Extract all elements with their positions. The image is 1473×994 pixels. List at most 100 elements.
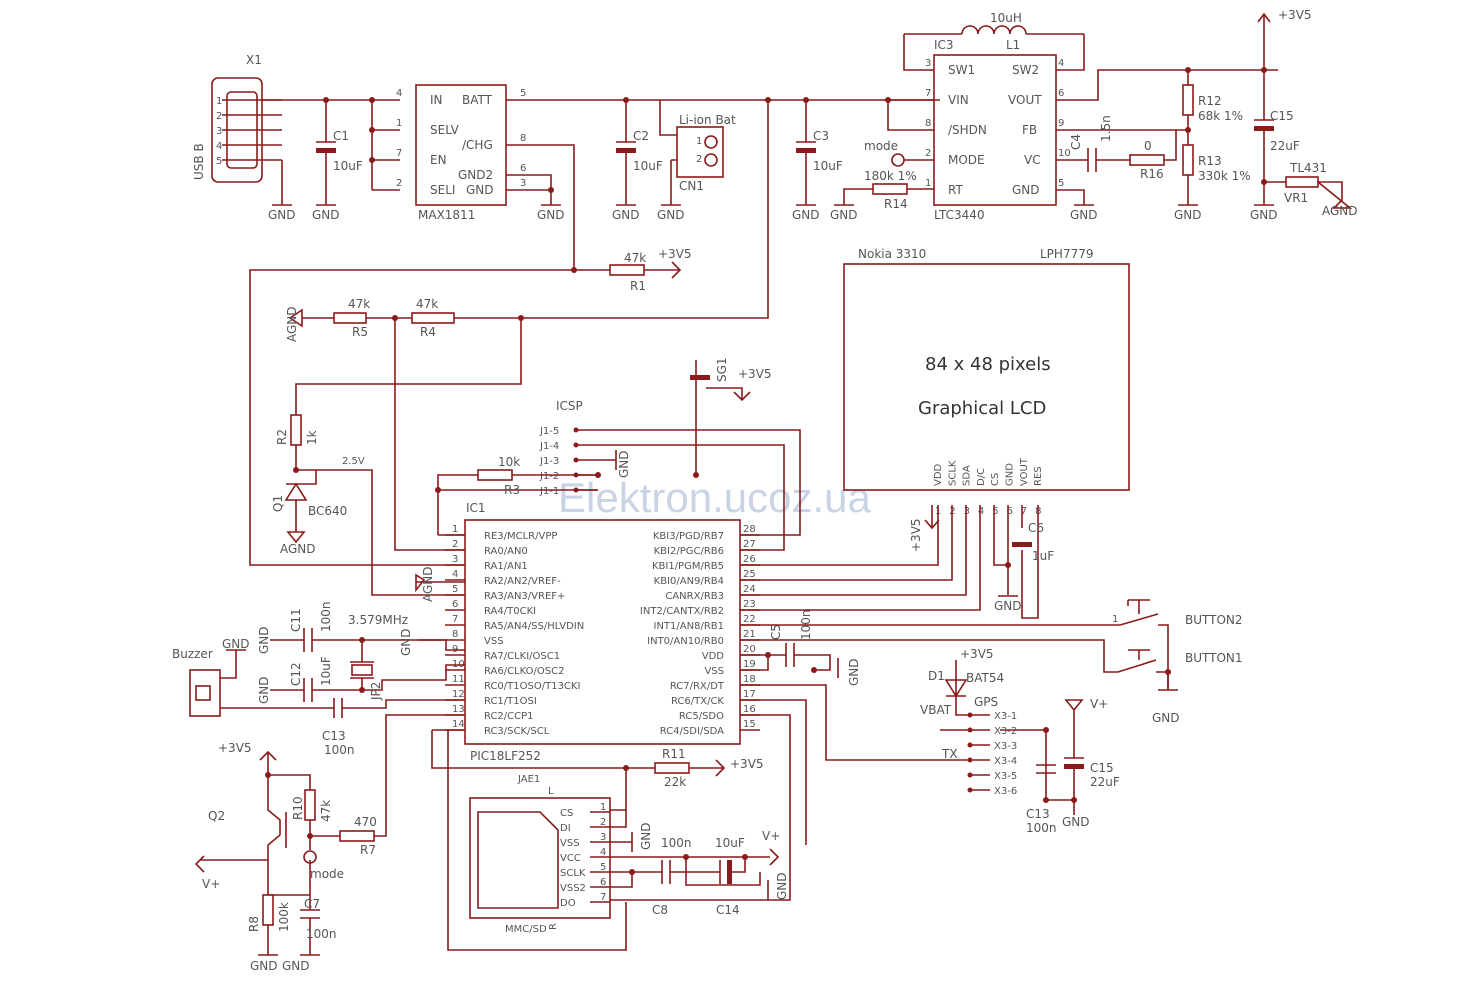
c1-value: 10uF	[333, 159, 363, 173]
icsp-pin-label: J1-3	[539, 456, 559, 467]
sd-pin-num: 5	[600, 862, 606, 873]
r2-ref: R2	[275, 429, 289, 445]
junction-dot	[548, 187, 554, 193]
gps-pin-dot	[967, 787, 973, 793]
pin-label: VOUT	[1008, 93, 1042, 107]
pin-label: RT	[948, 183, 963, 197]
lcd-pin-num: 6	[1007, 506, 1013, 517]
usb-pin: 3	[216, 126, 222, 137]
sd-pin-num: 6	[600, 877, 606, 888]
c13-ref: C13	[1026, 807, 1050, 821]
junction-dot	[595, 472, 601, 478]
c10-value: 10uF	[319, 656, 333, 686]
vbat-label: VBAT	[920, 703, 952, 717]
mcu-pin-num: 6	[452, 599, 458, 610]
c4-value: 1.5n	[1099, 115, 1113, 142]
c12-ref: C14	[716, 903, 740, 917]
junction-dot	[683, 854, 689, 860]
mcu-pin-label: RC7/RX/DT	[670, 681, 725, 692]
pin-num: 1	[1112, 614, 1118, 625]
mcu-pin-label: RA6/CLKO/OSC2	[484, 666, 564, 677]
pin-num: 8	[520, 133, 526, 144]
sd-name: MMC/SD	[505, 924, 547, 935]
l1-value: 10uH	[990, 11, 1022, 25]
sd-ref: JAE1	[517, 774, 540, 785]
junction-dot	[435, 487, 441, 493]
lcd-pin-label: D/C	[976, 468, 987, 486]
vplus-label: V+	[202, 877, 220, 891]
feedback-divider: R12 68k 1% R13 330k 1% GND	[1174, 70, 1251, 222]
junction-dot	[765, 97, 771, 103]
mcu-ref: IC1	[466, 501, 486, 515]
pin-label: /CHG	[462, 138, 493, 152]
mcu-pin-label: INT2/CANTX/RB2	[640, 606, 724, 617]
mcu-pin-num: 3	[452, 554, 458, 565]
mcu-pin-label: RA5/AN4/SS/HLVDIN	[484, 621, 584, 632]
q2-ref: JP2	[369, 682, 383, 701]
pin-num: 5	[520, 88, 526, 99]
junction-dot	[1165, 669, 1171, 675]
mcu-pin-num: 20	[743, 644, 756, 655]
lcd-pin-label: SDA	[962, 465, 973, 486]
junction-dot	[323, 97, 329, 103]
gps-pin-label: X3-2	[994, 726, 1017, 737]
mcu-pin-label: RC6/TX/CK	[671, 696, 724, 707]
c11-value: 100n	[324, 743, 355, 757]
c6-value: 1uF	[1032, 549, 1054, 563]
gps-pin-label: X3-6	[994, 786, 1017, 797]
gnd-label: GND	[1062, 815, 1090, 829]
icsp-pin-label: J1-2	[539, 471, 559, 482]
agnd-label: AGND	[1322, 204, 1358, 218]
pin-num: 3	[925, 58, 931, 69]
pin-num: 9	[1058, 118, 1064, 129]
lcd-pin-num: 7	[1021, 506, 1027, 517]
resistor-r1: 47k +3V5 R1	[574, 247, 692, 293]
lcd-pin-label: SCLK	[947, 460, 958, 486]
lcd-type: Graphical LCD	[918, 398, 1046, 419]
junction-dot	[1071, 797, 1077, 803]
gnd-label: GND	[639, 822, 653, 850]
gps-pin-dot	[967, 712, 973, 718]
pin-label: SW1	[948, 63, 975, 77]
button-2[interactable]: 1 BUTTON2	[740, 599, 1243, 690]
r7-value: 470	[354, 815, 377, 829]
resistor-r10: R11 22k +3V5	[431, 729, 764, 811]
battery-connector: Li-ion Bat 1 2 CN1 GND	[657, 100, 736, 222]
lcd-pin-label: CS	[990, 473, 1001, 486]
usb-pin: 2	[216, 111, 222, 122]
gps-pin-dot	[967, 772, 973, 778]
pin-label: SELV	[430, 123, 460, 137]
pin-label: VC	[1024, 153, 1041, 167]
inductor-l1: 10uH L1	[903, 11, 1085, 71]
button-1[interactable]: BUTTON1 GND	[740, 639, 1243, 725]
junction-dot	[1005, 562, 1011, 568]
c15-value: 22uF	[1270, 139, 1300, 153]
c11-ref: C13	[322, 729, 346, 743]
tx-label: TX	[941, 747, 958, 761]
junction-dot	[369, 127, 375, 133]
v35-label: +3V5	[1278, 8, 1312, 22]
gps-pin-label: X3-3	[994, 741, 1017, 752]
mcu-pin-label: RA3/AN3/VREF+	[484, 591, 565, 602]
mcu-pin-label: RC0/T1OSO/T13CKI	[484, 681, 580, 692]
junction-dot	[359, 687, 365, 693]
pin-label: GND2	[458, 168, 493, 182]
c3-value: 10uF	[813, 159, 843, 173]
mcu-pin-num: 5	[452, 584, 458, 595]
gnd-label: GND	[1070, 208, 1098, 222]
battery-ref: CN1	[679, 179, 704, 193]
r11-value: 47k	[319, 800, 333, 822]
pin-label: BATT	[462, 93, 493, 107]
pin-num: 7	[396, 148, 402, 159]
icsp-header: ICSP	[556, 399, 583, 413]
r8-value: 100k	[277, 902, 291, 932]
icsp-pin-dot	[573, 457, 579, 463]
pin-num: 1	[925, 178, 931, 189]
r11-ref: R10	[291, 796, 305, 820]
pin-label: /SHDN	[948, 123, 987, 137]
lcd-pin-num: 5	[992, 506, 998, 517]
boost-converter-ic: SW1 VIN /SHDN MODE RT SW2 VOUT FB VC GND…	[925, 38, 1071, 222]
gnd-label: GND	[257, 626, 271, 654]
mcu-pin-num: 27	[743, 539, 756, 550]
